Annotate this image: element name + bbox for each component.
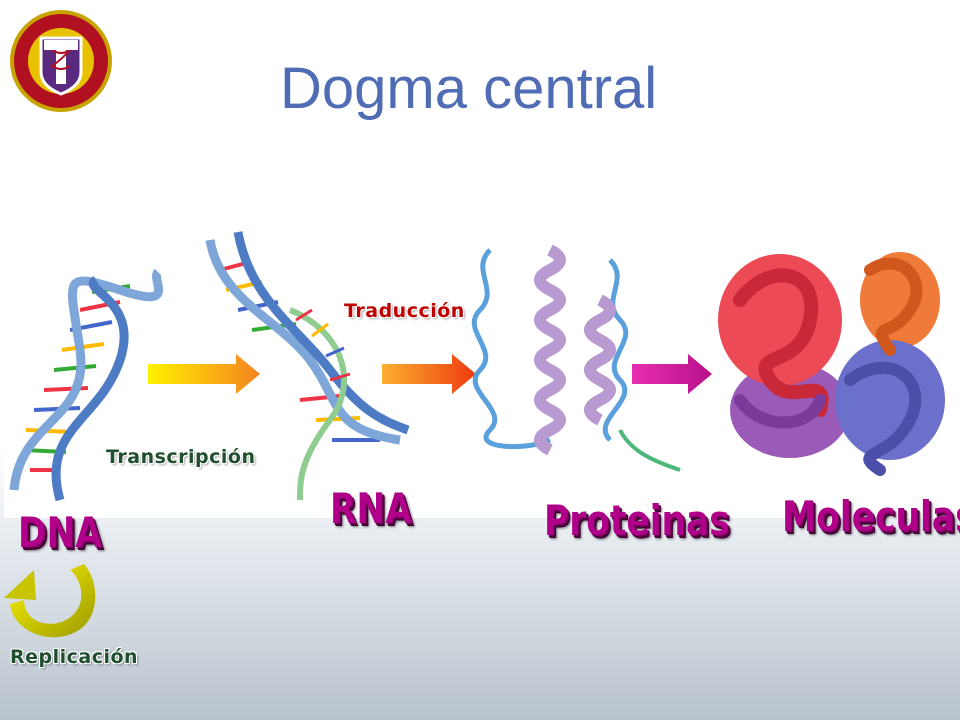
folding-arrow bbox=[632, 354, 712, 394]
translation-label: Traducción bbox=[344, 300, 465, 322]
replication-label: Replicación bbox=[10, 646, 139, 668]
translation-arrow bbox=[382, 354, 476, 394]
molecules-label: Moleculas bbox=[782, 492, 960, 541]
university-seal-logo bbox=[10, 10, 112, 112]
replication-arrow-icon bbox=[4, 564, 96, 638]
transcription-label: Transcripción bbox=[106, 446, 256, 468]
dna-helix-illustration bbox=[9, 268, 164, 502]
dna-label: DNA bbox=[18, 508, 103, 557]
transcription-arrow bbox=[148, 354, 260, 394]
proteins-label: Proteinas bbox=[544, 496, 730, 545]
molecules-illustration bbox=[718, 252, 945, 476]
slide-title: Dogma central bbox=[280, 56, 658, 121]
protein-illustration bbox=[471, 244, 681, 472]
rna-illustration bbox=[205, 231, 410, 501]
rna-label: RNA bbox=[330, 484, 412, 533]
